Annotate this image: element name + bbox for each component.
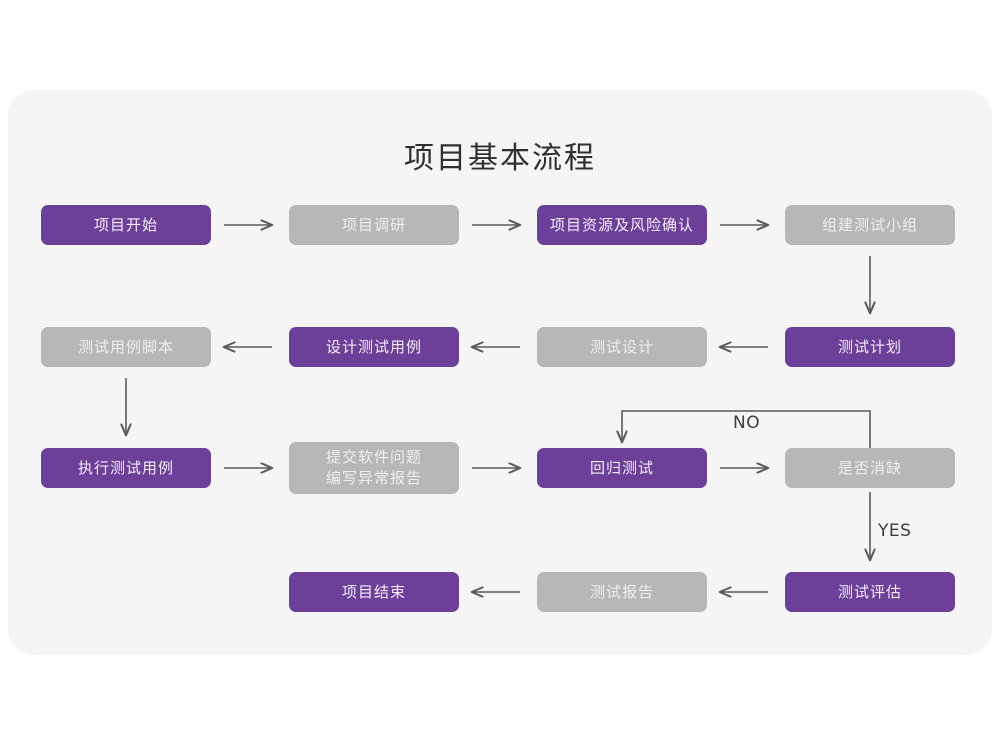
node-design-test-case[interactable]: 设计测试用例 <box>289 327 459 367</box>
node-project-start[interactable]: 项目开始 <box>41 205 211 245</box>
node-test-report[interactable]: 测试报告 <box>537 572 707 612</box>
edge-label-no: NO <box>733 413 761 433</box>
node-test-plan[interactable]: 测试计划 <box>785 327 955 367</box>
node-test-design[interactable]: 测试设计 <box>537 327 707 367</box>
node-submit-issue-report[interactable]: 提交软件问题 编写异常报告 <box>289 442 459 494</box>
node-defect-cleared[interactable]: 是否消缺 <box>785 448 955 488</box>
node-project-research[interactable]: 项目调研 <box>289 205 459 245</box>
node-execute-test-case[interactable]: 执行测试用例 <box>41 448 211 488</box>
edge-label-yes: YES <box>878 521 912 541</box>
node-form-test-team[interactable]: 组建测试小组 <box>785 205 955 245</box>
node-test-evaluation[interactable]: 测试评估 <box>785 572 955 612</box>
page-title: 项目基本流程 <box>404 141 596 176</box>
node-project-end[interactable]: 项目结束 <box>289 572 459 612</box>
node-test-case-script[interactable]: 测试用例脚本 <box>41 327 211 367</box>
node-resource-risk-confirm[interactable]: 项目资源及风险确认 <box>537 205 707 245</box>
diagram-card <box>8 90 992 655</box>
node-regression-test[interactable]: 回归测试 <box>537 448 707 488</box>
